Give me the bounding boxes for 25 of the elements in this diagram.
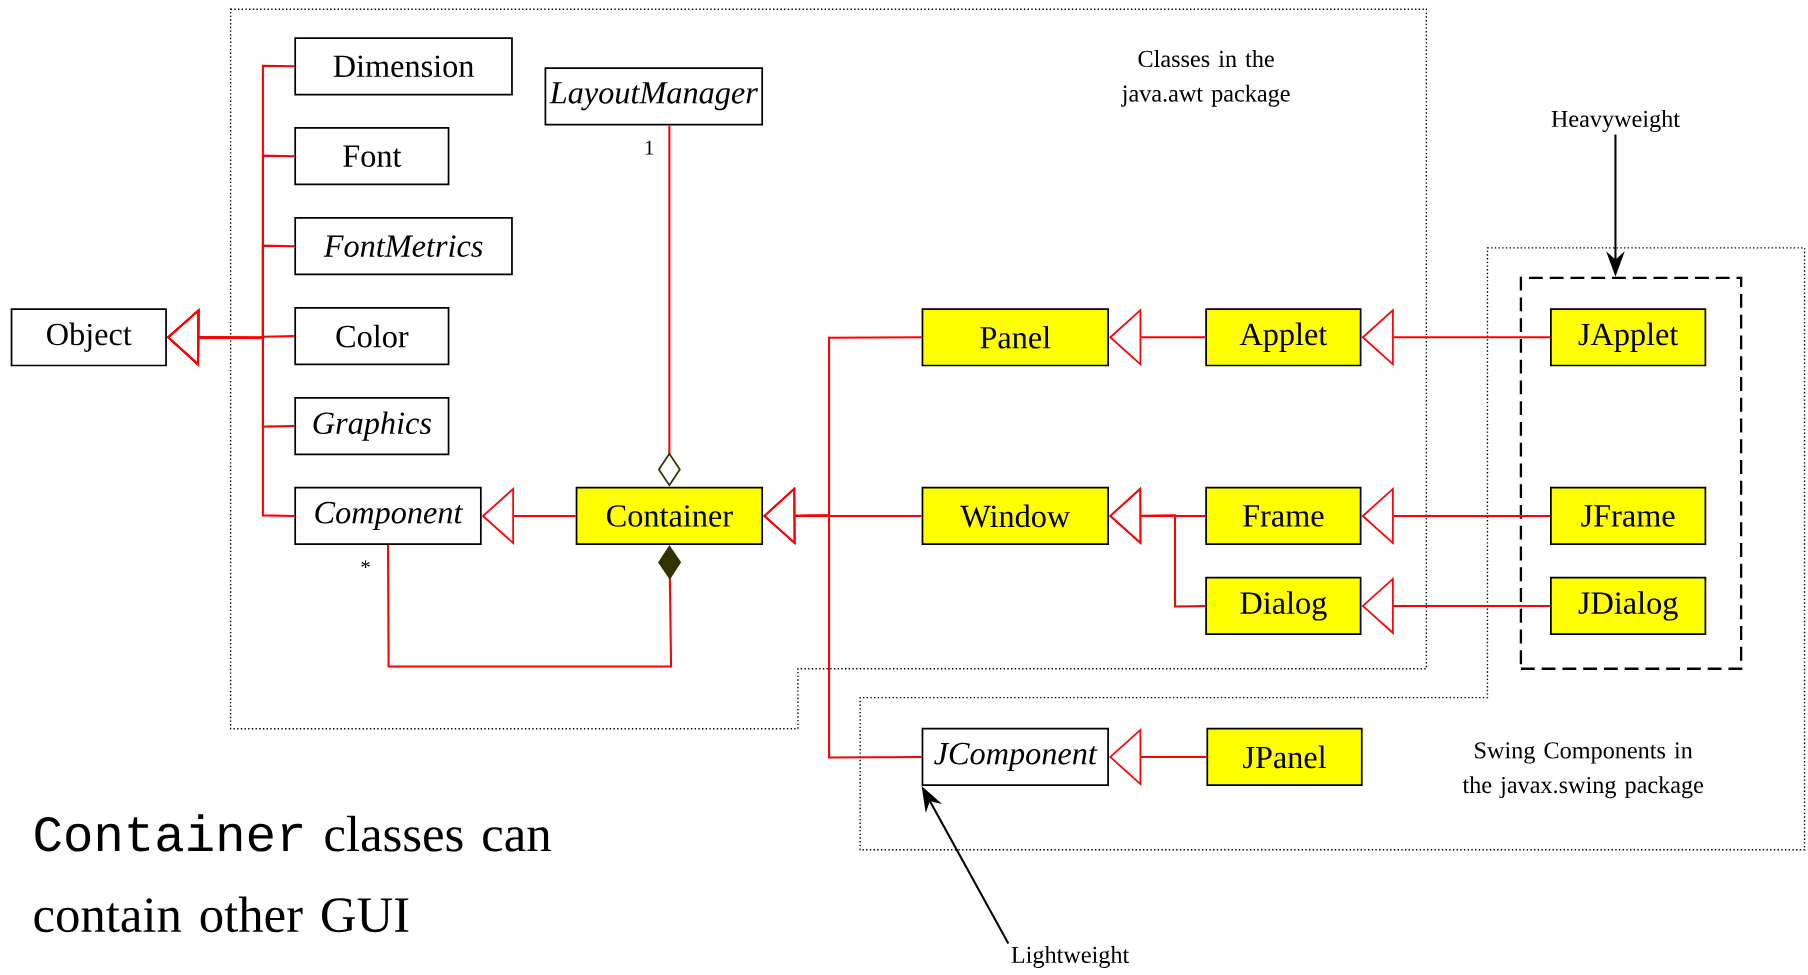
- multiplicity-label: *: [359, 559, 372, 575]
- class-box: Component: [294, 486, 482, 545]
- class-box: JFrame: [1550, 486, 1707, 545]
- class-box: Container: [575, 486, 764, 545]
- class-box: Frame: [1205, 486, 1362, 545]
- class-box: Graphics: [294, 396, 450, 455]
- class-box: LayoutManager: [544, 66, 764, 126]
- class-box: FontMetrics: [294, 216, 513, 276]
- class-box: Dialog: [1205, 576, 1362, 635]
- class-box: Font: [294, 126, 450, 186]
- class-box: Object: [10, 307, 167, 367]
- class-box: Dimension: [294, 36, 513, 96]
- annotation-label: Lightweight: [1011, 945, 1130, 968]
- dashed-group-box: [1519, 276, 1743, 670]
- class-box: Panel: [921, 307, 1109, 367]
- class-box: JApplet: [1550, 307, 1707, 367]
- class-box: Window: [921, 486, 1109, 545]
- class-box: Color: [294, 306, 450, 365]
- multiplicity-label: 1: [642, 139, 656, 156]
- class-box: JDialog: [1550, 576, 1707, 635]
- class-box: JComponent: [921, 727, 1109, 786]
- class-box: JPanel: [1206, 727, 1363, 786]
- caption-text: Container classes can contain other GUI: [34, 814, 551, 932]
- class-box: Applet: [1205, 307, 1362, 367]
- annotation-label: Heavyweight: [1551, 109, 1680, 132]
